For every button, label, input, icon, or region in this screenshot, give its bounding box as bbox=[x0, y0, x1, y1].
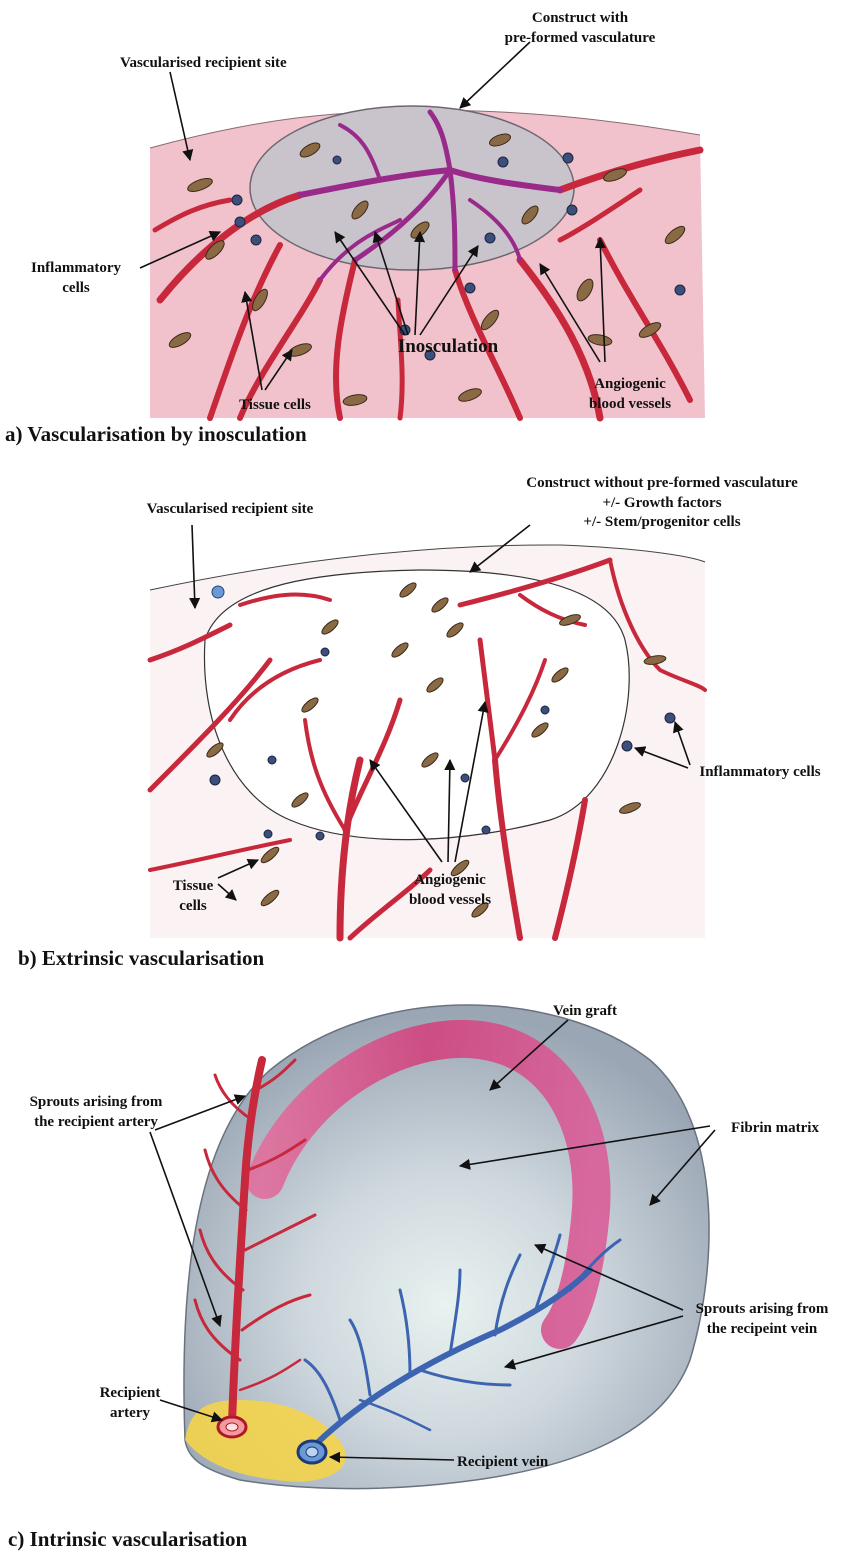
label-tissue-b-1: Tissue bbox=[173, 878, 214, 894]
panel-c: Vein graft Sprouts arising from the reci… bbox=[8, 1003, 829, 1551]
label-inflammatory-b: Inflammatory cells bbox=[699, 764, 820, 780]
label-construct-a-1: Construct with bbox=[532, 10, 629, 26]
label-inosculation: Inosculation bbox=[398, 336, 499, 357]
label-recipient-artery-1: Recipient bbox=[100, 1385, 161, 1401]
label-tissue-b-2: cells bbox=[179, 898, 207, 914]
label-construct-b-3: +/- Stem/progenitor cells bbox=[583, 514, 740, 530]
label-construct-a-2: pre-formed vasculature bbox=[505, 30, 656, 46]
label-tissue-cells-a: Tissue cells bbox=[239, 397, 311, 413]
label-angiogenic-b-1: Angiogenic bbox=[414, 872, 486, 888]
label-recipient-artery-2: artery bbox=[110, 1405, 150, 1421]
label-inflammatory-a-1: Inflammatory bbox=[31, 260, 121, 276]
label-construct-b-2: +/- Growth factors bbox=[602, 495, 721, 511]
caption-b: b) Extrinsic vascularisation bbox=[18, 946, 264, 970]
label-fibrin-matrix: Fibrin matrix bbox=[731, 1120, 819, 1136]
label-inflammatory-a-2: cells bbox=[62, 280, 90, 296]
label-vein-graft: Vein graft bbox=[553, 1003, 617, 1019]
label-angiogenic-b-2: blood vessels bbox=[409, 892, 491, 908]
label-sprouts-vein-1: Sprouts arising from bbox=[696, 1301, 829, 1317]
panel-a: Construct with pre-formed vasculature Va… bbox=[5, 10, 705, 446]
label-recipient-vein: Recipient vein bbox=[457, 1454, 549, 1470]
label-sprouts-artery-1: Sprouts arising from bbox=[30, 1094, 163, 1110]
label-construct-b-1: Construct without pre-formed vasculature bbox=[526, 475, 798, 491]
recipient-vein bbox=[298, 1441, 326, 1463]
label-sprouts-artery-2: the recipient artery bbox=[34, 1114, 158, 1130]
label-recipient-site-a: Vascularised recipient site bbox=[120, 55, 287, 71]
label-recipient-site-b: Vascularised recipient site bbox=[147, 501, 314, 517]
label-angiogenic-a-2: blood vessels bbox=[589, 396, 671, 412]
recipient-artery bbox=[218, 1417, 246, 1437]
label-sprouts-vein-2: the recipeint vein bbox=[707, 1321, 818, 1337]
caption-a: a) Vascularisation by inosculation bbox=[5, 422, 307, 446]
construct-b bbox=[204, 570, 629, 840]
caption-c: c) Intrinsic vascularisation bbox=[8, 1527, 247, 1551]
label-angiogenic-a-1: Angiogenic bbox=[594, 376, 666, 392]
panel-b: Construct without pre-formed vasculature… bbox=[18, 475, 821, 970]
